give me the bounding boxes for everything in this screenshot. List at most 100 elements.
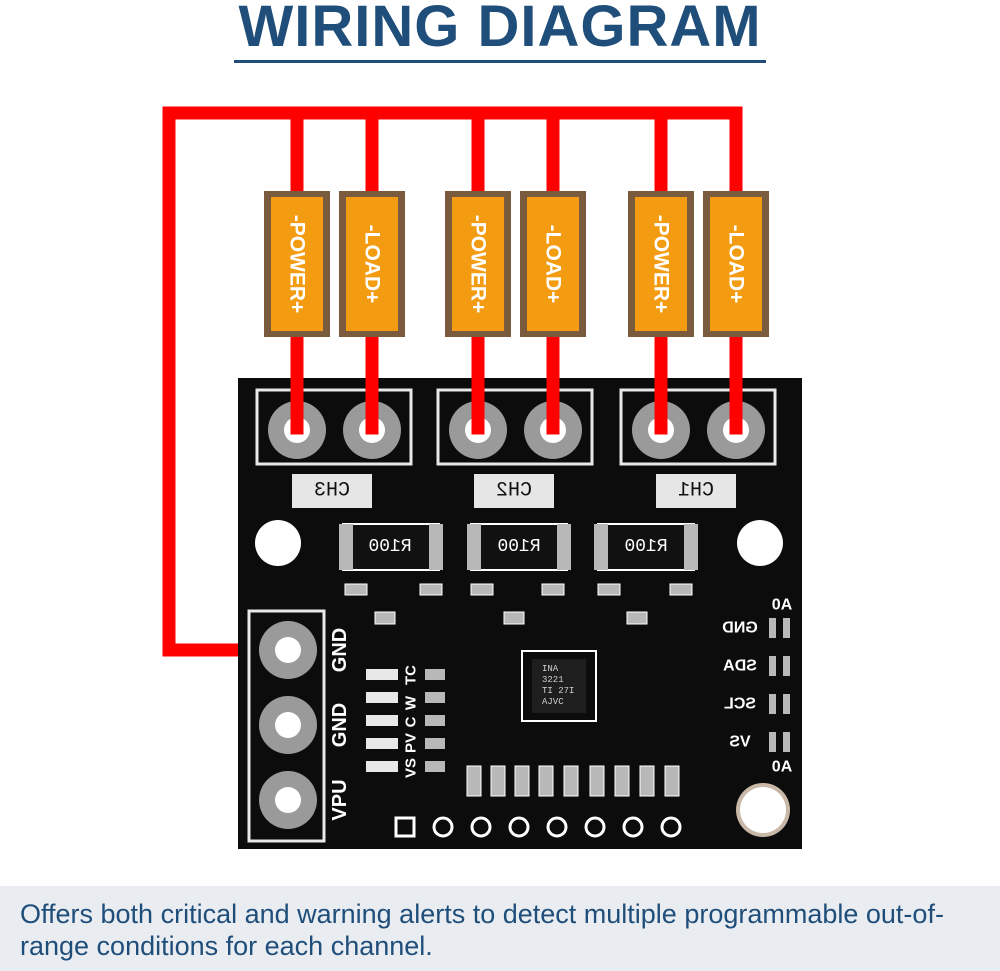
ch1-load-label: -LOAD+ bbox=[725, 225, 748, 304]
terminal-blocks bbox=[247, 388, 777, 843]
ch2-label-box bbox=[474, 474, 554, 508]
resistor-label: R100 bbox=[497, 537, 540, 557]
smd-part bbox=[563, 765, 579, 797]
pad-hole bbox=[275, 637, 301, 663]
smd-part bbox=[514, 765, 530, 797]
resistor-end bbox=[594, 524, 608, 570]
resistor-end bbox=[557, 524, 571, 570]
jumper-pad bbox=[769, 618, 776, 638]
terminal-block-ch2 bbox=[436, 388, 594, 466]
mounting-hole bbox=[740, 787, 786, 833]
smd-part bbox=[490, 765, 506, 797]
label-fill bbox=[527, 197, 579, 331]
label-fill bbox=[346, 197, 398, 331]
chip-text: INA bbox=[542, 664, 559, 674]
smd-part bbox=[664, 765, 680, 797]
shunt-resistors: R100 R100 R100 bbox=[339, 523, 698, 571]
smd-components bbox=[344, 583, 693, 625]
jumper-pad bbox=[769, 732, 776, 752]
caption-text: Offers both critical and warning alerts … bbox=[20, 899, 944, 961]
caption-band: Offers both critical and warning alerts … bbox=[0, 886, 1000, 971]
terminal-block-ch1 bbox=[619, 388, 777, 466]
smd-part bbox=[669, 583, 693, 596]
a0-label-bottom: A0 bbox=[772, 759, 793, 776]
jumper-pad bbox=[769, 656, 776, 676]
bottom-header bbox=[394, 816, 682, 838]
ch2-label: CH2 bbox=[496, 480, 532, 503]
ch3-label: CH3 bbox=[314, 480, 350, 503]
header-hole bbox=[470, 816, 492, 838]
smd-part bbox=[344, 583, 368, 596]
header-hole bbox=[622, 816, 644, 838]
pad-hole bbox=[275, 787, 301, 813]
led-label-pv: PV bbox=[403, 733, 420, 753]
title-block: WIRING DIAGRAM bbox=[0, 0, 1000, 63]
led bbox=[366, 669, 398, 680]
connector-labels: -POWER+ -LOAD+ -POWER+ -LOAD+ -POWER+ -L… bbox=[264, 191, 769, 337]
jumper-pad bbox=[769, 694, 776, 714]
chip-text: TI 27I bbox=[542, 686, 574, 696]
resistor-body bbox=[470, 523, 568, 571]
smd-part bbox=[538, 765, 554, 797]
smd-part bbox=[626, 611, 648, 625]
smd-part bbox=[589, 765, 605, 797]
smd-part bbox=[466, 765, 482, 797]
jumper-pad bbox=[783, 732, 790, 752]
smd-part bbox=[374, 611, 396, 625]
mounting-hole bbox=[255, 520, 301, 566]
resistor-end bbox=[339, 524, 353, 570]
wires-lower bbox=[290, 328, 743, 435]
header-hole bbox=[546, 816, 568, 838]
pin-label-scl: SCL bbox=[724, 696, 756, 713]
smd-part bbox=[425, 761, 445, 772]
label-fill bbox=[710, 197, 762, 331]
resistor-end bbox=[429, 524, 443, 570]
smd-part bbox=[419, 583, 443, 596]
smd-part bbox=[425, 669, 445, 680]
status-leds: TC W C PV VS bbox=[366, 665, 445, 778]
header-square-pad bbox=[394, 816, 416, 838]
label-fill bbox=[635, 197, 687, 331]
resistor-end bbox=[467, 524, 481, 570]
pad-hole bbox=[275, 712, 301, 738]
wiring-diagram: -POWER+ -LOAD+ -POWER+ -LOAD+ -POWER+ -L… bbox=[162, 106, 802, 849]
pin-label-sda: SDA bbox=[723, 658, 757, 675]
i2c-header: A0 GND SDA SCL VS A0 bbox=[722, 597, 792, 776]
led bbox=[366, 738, 398, 749]
pin-label-vs: VS bbox=[729, 734, 751, 751]
bottom-smd-row bbox=[466, 765, 680, 797]
chip-outline bbox=[521, 650, 597, 722]
jumper-pad bbox=[783, 618, 790, 638]
power-pin-label-gnd: GND bbox=[329, 628, 351, 672]
led bbox=[366, 715, 398, 726]
smd-part bbox=[425, 738, 445, 749]
power-pin-labels: GND GND VPU bbox=[329, 628, 351, 821]
ch1-power-label: -POWER+ bbox=[650, 215, 673, 314]
ch1-label-box bbox=[656, 474, 736, 508]
resistor-end bbox=[684, 524, 698, 570]
header-hole bbox=[508, 816, 530, 838]
header-hole bbox=[432, 816, 454, 838]
led-label-tc: TC bbox=[403, 665, 420, 685]
label-fill bbox=[271, 197, 323, 331]
jumper-pad bbox=[783, 656, 790, 676]
ch3-load-label: -LOAD+ bbox=[361, 225, 384, 304]
ch1-label: CH1 bbox=[678, 480, 714, 503]
smd-part bbox=[425, 715, 445, 726]
mounting-hole bbox=[737, 520, 783, 566]
smd-part bbox=[614, 765, 630, 797]
label-fill bbox=[452, 197, 504, 331]
ch3-label-box bbox=[292, 474, 372, 508]
chip-text: 3221 bbox=[542, 675, 564, 685]
resistor-label: R100 bbox=[624, 537, 667, 557]
a0-label-top: A0 bbox=[772, 597, 793, 614]
led bbox=[366, 692, 398, 703]
power-pin-label-gnd: GND bbox=[329, 703, 351, 747]
terminal-block-ch3 bbox=[255, 388, 413, 466]
power-terminal-block bbox=[247, 609, 326, 843]
led bbox=[366, 761, 398, 772]
led-label-c: C bbox=[403, 716, 420, 727]
page-title: WIRING DIAGRAM bbox=[234, 0, 766, 63]
smd-part bbox=[541, 583, 565, 596]
ch3-power-label: -POWER+ bbox=[286, 215, 309, 314]
